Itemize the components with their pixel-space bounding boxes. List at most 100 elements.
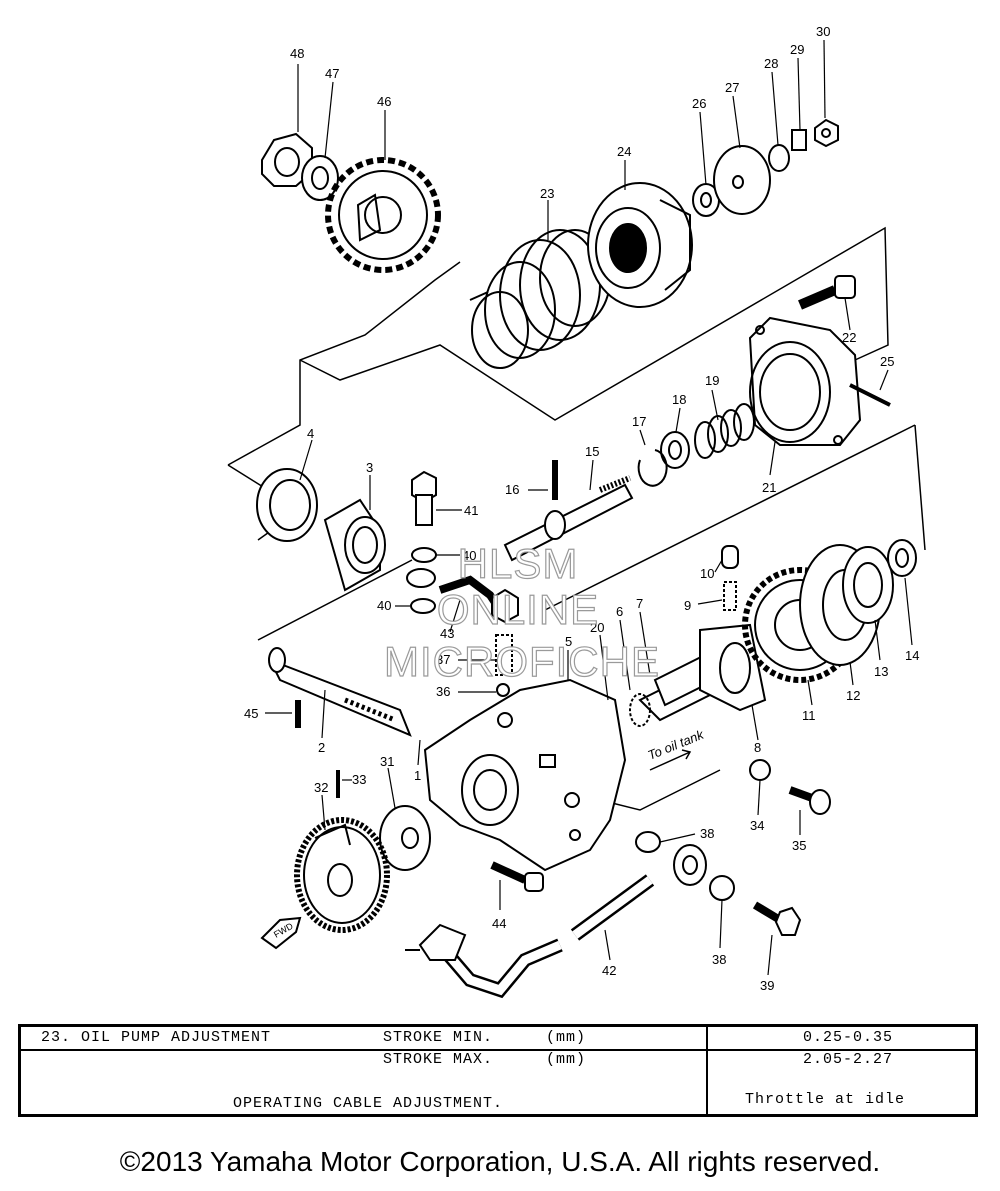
callout-40b: 40 [462,548,476,563]
part-8-gasket [699,623,767,712]
part-42-hose [434,874,655,999]
callout-21: 21 [762,480,776,495]
part-22-bolt [798,275,856,310]
part-10-plunger [721,545,739,569]
copyright-notice: ©2013 Yamaha Motor Corporation, U.S.A. A… [119,1146,881,1177]
callout-45: 45 [244,706,258,721]
callout-39: 39 [760,978,774,993]
callout-40: 40 [377,598,391,613]
callout-47: 47 [325,66,339,81]
callout-34: 34 [750,818,764,833]
part-banjo-fitting [673,844,707,886]
row3-item: OPERATING CABLE ADJUSTMENT. [233,1095,504,1112]
row2-unit: (mm) [546,1051,587,1068]
callout-46: 46 [377,94,391,109]
callout-25: 25 [880,354,894,369]
part-18-washer [660,431,690,469]
callout-27: 27 [725,80,739,95]
adjustment-spec-table: 23. OIL PUMP ADJUSTMENT STROKE MIN. (mm)… [18,1024,978,1117]
row3-value: Throttle at idle [745,1091,906,1108]
part-44-bolt [490,861,544,892]
fwd-arrow-icon: FWD [260,916,302,950]
table-row-divider [21,1049,975,1051]
part-3-sleeve [323,498,386,592]
to-oil-tank-arrow-icon [649,749,692,771]
part-47-washer [301,155,339,201]
callout-42: 42 [602,963,616,978]
callout-10: 10 [700,566,714,581]
part-41-banjo-bolt [411,470,437,526]
part-2-worm-shaft [267,647,412,737]
callout-3: 3 [366,460,373,475]
callout-41: 41 [464,503,478,518]
part-9-spring [723,581,737,611]
part-34-washer [749,759,771,781]
part-36-ball [496,683,510,697]
part-17-clip [637,449,668,487]
callout-31: 31 [380,754,394,769]
callout-14: 14 [905,648,919,663]
table-column-divider [706,1027,708,1114]
callout-37: 37 [436,652,450,667]
callout-8: 8 [754,740,761,755]
callout-6: 6 [616,604,623,619]
part-31-washer [379,805,431,871]
part-1-pump-body [423,678,627,872]
callout-33: 33 [352,772,366,787]
callout-5: 5 [565,634,572,649]
callout-29: 29 [790,42,804,57]
callout-2: 2 [318,740,325,755]
watermark-line-1: HLSM [458,540,579,587]
row2-value: 2.05-2.27 [803,1051,894,1068]
part-29-clip [791,129,807,151]
to-oil-tank-note: To oil tank [646,726,708,762]
part-25-pin [849,383,891,407]
part-37-spring [495,634,513,676]
row2-param: STROKE MAX. [383,1051,494,1068]
callout-15: 15 [585,444,599,459]
callout-12: 12 [846,688,860,703]
watermark: HLSM ONLINE MICROFICHE [383,539,659,685]
callout-7: 7 [636,596,643,611]
part-30-nut [814,118,839,148]
part-27-plate [713,145,771,215]
part-outlet-nozzle [405,923,467,961]
group-outlines [227,226,926,811]
callout-1: 1 [414,768,421,783]
callout-16: 16 [505,482,519,497]
callout-13: 13 [874,664,888,679]
row1-value: 0.25-0.35 [803,1029,894,1046]
callout-11: 11 [802,708,816,723]
part-15-shaft [503,475,634,562]
callout-36: 36 [436,684,450,699]
part-24-cover [587,182,693,308]
callout-48: 48 [290,46,304,61]
part-39-banjo-bolt [752,901,802,936]
callout-24: 24 [617,144,631,159]
part-19-spring [694,403,755,459]
part-38-washer-upper [635,831,661,853]
part-13-bearing [842,546,894,624]
row1-item: 23. OIL PUMP ADJUSTMENT [41,1029,272,1046]
part-cap-fitting [491,588,519,624]
callout-23: 23 [540,186,554,201]
callout-38a: 38 [700,826,714,841]
callout-32: 32 [314,780,328,795]
part-40-washer [406,547,437,614]
callout-17: 17 [632,414,646,429]
leader-lines [265,39,913,976]
callout-35: 35 [792,838,806,853]
watermark-line-2: ONLINE [437,586,599,633]
callout-numbers: 48 47 46 23 24 26 27 28 29 30 22 25 21 1… [244,24,919,993]
callout-38b: 38 [712,952,726,967]
callout-4: 4 [307,426,314,441]
callout-30: 30 [816,24,830,39]
callout-19: 19 [705,373,719,388]
callout-28: 28 [764,56,778,71]
callout-20: 20 [590,620,604,635]
part-32-drive-gear [294,817,390,933]
part-14-seal [887,539,917,577]
part-46-gear [325,157,441,273]
callout-22: 22 [842,330,856,345]
part-4-bearing [256,468,318,542]
